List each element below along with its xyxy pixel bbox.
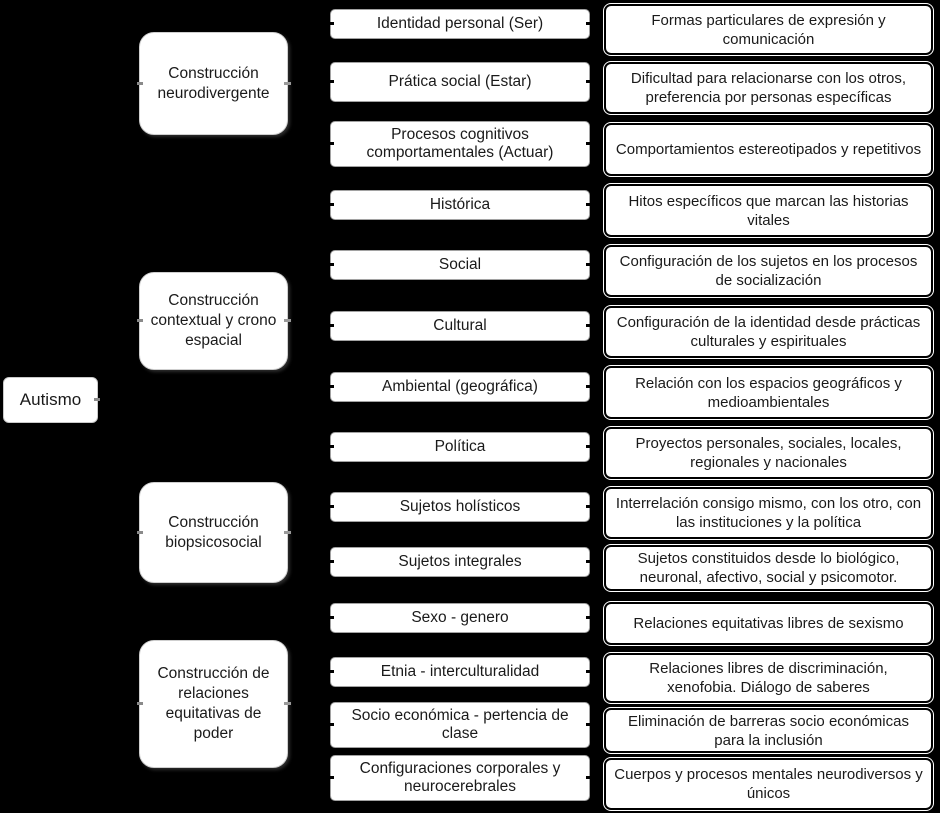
diagram-row: Social Configuración de los sujetos en l… bbox=[330, 245, 933, 297]
description-node: Configuración de la identidad desde prác… bbox=[604, 306, 933, 358]
diagram-row: Sujetos integrales Sujetos constituidos … bbox=[330, 545, 933, 591]
diagram-row: Política Proyectos personales, sociales,… bbox=[330, 427, 933, 479]
description-node: Eliminación de barreras socio económicas… bbox=[604, 708, 933, 753]
category-node-contextual: Construcción contextual y crono espacial bbox=[137, 272, 291, 370]
subcategory-node: Ambiental (geográfica) bbox=[330, 371, 590, 402]
diagram-row: Prática social (Estar) Dificultad para r… bbox=[330, 62, 933, 114]
subcategory-node: Prática social (Estar) bbox=[330, 62, 590, 102]
diagram-row: Configuraciones corporales y neurocerebr… bbox=[330, 755, 933, 810]
description-node: Hitos específicos que marcan las histori… bbox=[604, 184, 933, 237]
subcategory-node: Histórica bbox=[330, 189, 590, 220]
subcategory-node: Social bbox=[330, 250, 590, 280]
diagram-row: Cultural Configuración de la identidad d… bbox=[330, 306, 933, 358]
category-node-biopsicosocial: Construcción biopsicosocial bbox=[137, 482, 291, 583]
description-node: Interrelación consigo mismo, con los otr… bbox=[604, 487, 933, 539]
description-node: Proyectos personales, sociales, locales,… bbox=[604, 427, 933, 479]
description-node: Relaciones equitativas libres de sexismo bbox=[604, 602, 933, 645]
diagram-row: Histórica Hitos específicos que marcan l… bbox=[330, 184, 933, 237]
description-node: Configuración de los sujetos en los proc… bbox=[604, 245, 933, 297]
rows-grid: Identidad personal (Ser) Formas particul… bbox=[330, 4, 933, 810]
description-node: Sujetos constituidos desde lo biológico,… bbox=[604, 545, 933, 591]
diagram-row: Etnia - interculturalidad Relaciones lib… bbox=[330, 653, 933, 703]
subcategory-node: Configuraciones corporales y neurocerebr… bbox=[330, 755, 590, 801]
description-node: Relación con los espacios geográficos y … bbox=[604, 366, 933, 419]
diagram-row: Sexo - genero Relaciones equitativas lib… bbox=[330, 602, 933, 645]
subcategory-node: Socio económica - pertencia de clase bbox=[330, 701, 590, 748]
description-node: Dificultad para relacionarse con los otr… bbox=[604, 62, 933, 114]
description-node: Cuerpos y procesos mentales neurodiverso… bbox=[604, 758, 933, 810]
description-node: Relaciones libres de discriminación, xen… bbox=[604, 653, 933, 703]
subcategory-node: Identidad personal (Ser) bbox=[330, 8, 590, 39]
diagram-row: Ambiental (geográfica) Relación con los … bbox=[330, 366, 933, 419]
subcategory-node: Política bbox=[330, 432, 590, 462]
subcategory-node: Etnia - interculturalidad bbox=[330, 657, 590, 687]
diagram-row: Socio económica - pertencia de clase Eli… bbox=[330, 701, 933, 753]
subcategory-node: Procesos cognitivos comportamentales (Ac… bbox=[330, 120, 590, 167]
diagram-row: Identidad personal (Ser) Formas particul… bbox=[330, 4, 933, 55]
description-node: Comportamientos estereotipados y repetit… bbox=[604, 123, 933, 176]
subcategory-node: Cultural bbox=[330, 311, 590, 341]
subcategory-node: Sujetos holísticos bbox=[330, 492, 590, 522]
diagram-row: Sujetos holísticos Interrelación consigo… bbox=[330, 487, 933, 539]
category-node-relaciones-poder: Construcción de relaciones equitativas d… bbox=[137, 640, 291, 768]
subcategory-node: Sexo - genero bbox=[330, 602, 590, 633]
diagram-row: Procesos cognitivos comportamentales (Ac… bbox=[330, 120, 933, 176]
root-node-autismo: Autismo bbox=[3, 377, 100, 423]
subcategory-node: Sujetos integrales bbox=[330, 547, 590, 577]
category-node-neurodivergente: Construcción neurodivergente bbox=[137, 32, 291, 135]
description-node: Formas particulares de expresión y comun… bbox=[604, 4, 933, 55]
